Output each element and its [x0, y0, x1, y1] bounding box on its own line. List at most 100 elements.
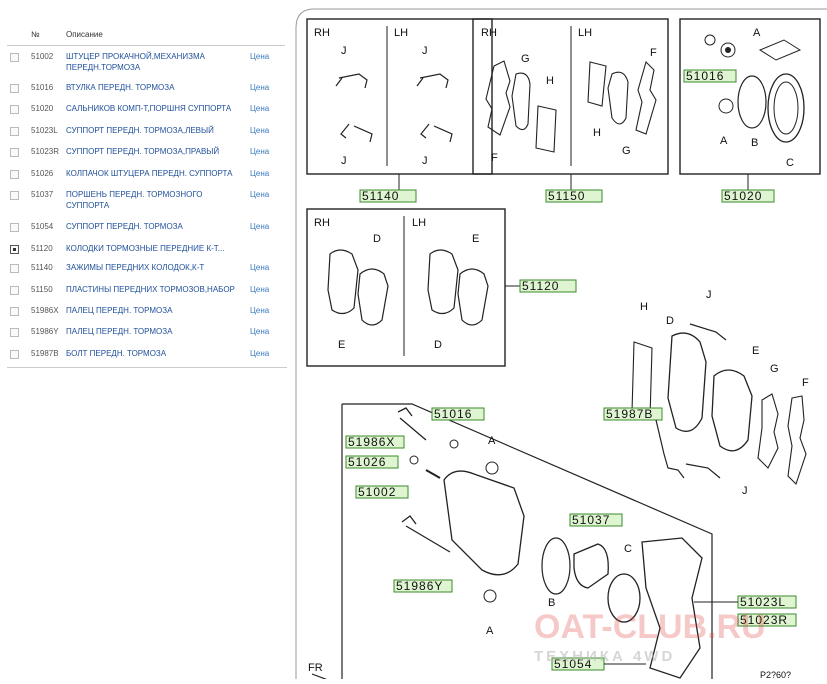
brake-pad-icon — [711, 369, 753, 452]
part-description-link[interactable]: БОЛТ ПЕРЕДН. ТОРМОЗА — [66, 349, 167, 358]
letter-f: F — [491, 152, 498, 164]
price-link[interactable]: Цена — [250, 222, 270, 231]
part-label-bg — [345, 455, 399, 469]
part-51026-label[interactable]: 51026 — [348, 455, 386, 469]
part-description-link[interactable]: СУППОРТ ПЕРЕДН. ТОРМОЗА,ЛЕВЫЙ — [66, 126, 214, 135]
row-checkbox[interactable] — [10, 53, 19, 62]
parts-diagram: RH LH J J J J 51140 RH LH G H F F H G 51… — [294, 6, 827, 681]
part-label-bg — [359, 189, 417, 203]
price-link[interactable]: Цена — [250, 169, 270, 178]
part-label-bg — [355, 485, 409, 499]
row-checkbox[interactable] — [10, 170, 19, 179]
part-description-link[interactable]: САЛЬНИКОВ КОМП-Т,ПОРШНЯ СУППОРТА — [66, 104, 232, 113]
part-51002-label[interactable]: 51002 — [358, 485, 396, 499]
part-51023l-label[interactable]: 51023L — [740, 595, 786, 609]
row-checkbox[interactable] — [10, 105, 19, 114]
label-rh: RH — [481, 27, 497, 39]
row-checkbox[interactable] — [10, 223, 19, 232]
letter-d: D — [666, 315, 674, 327]
part-label-bg — [393, 579, 453, 593]
label-rh: RH — [314, 27, 330, 39]
letter-h: H — [640, 301, 648, 313]
bolt-icon — [655, 419, 685, 479]
part-description-link[interactable]: ПЛАСТИНЫ ПЕРЕДНИХ ТОРМОЗОВ,НАБОР — [66, 285, 235, 294]
letter-g: G — [521, 53, 530, 65]
box-51150: RH LH G H F F H G — [472, 18, 669, 190]
letter-b: B — [548, 597, 555, 609]
part-51986y-label[interactable]: 51986Y — [396, 579, 443, 593]
part-51987b-label[interactable]: 51987B — [606, 407, 653, 421]
price-link[interactable]: Цена — [250, 349, 270, 358]
price-link[interactable]: Цена — [250, 83, 270, 92]
part-description-link[interactable]: ЗАЖИМЫ ПЕРЕДНИХ КОЛОДОК,К-Т — [66, 263, 205, 272]
row-checkbox[interactable] — [10, 148, 19, 157]
row-checkbox[interactable] — [10, 307, 19, 316]
part-description-link[interactable]: ШТУЦЕР ПРОКАЧНОЙ,МЕХАНИЗМА ПЕРЕДН.ТОРМОЗ… — [66, 52, 205, 72]
part-description-link[interactable]: СУППОРТ ПЕРЕДН. ТОРМОЗА,ПРАВЫЙ — [66, 147, 220, 156]
caliper-assembly: A A B C FR — [308, 403, 713, 681]
caliper-body-icon — [443, 470, 525, 576]
price-link[interactable]: Цена — [250, 263, 270, 272]
price-link[interactable]: Цена — [250, 327, 270, 336]
price-link[interactable]: Цена — [250, 306, 270, 315]
price-link[interactable]: Цена — [250, 126, 270, 135]
part-description-link[interactable]: ПАЛЕЦ ПЕРЕДН. ТОРМОЗА — [66, 306, 173, 315]
bleeder-icon — [425, 469, 441, 479]
part-number: 51987B — [31, 349, 59, 358]
part-51016-label[interactable]: 51016 — [686, 69, 724, 83]
part-label-bg — [603, 407, 663, 421]
part-label-bg — [345, 435, 405, 449]
part-51150-label[interactable]: 51150 — [548, 189, 585, 203]
part-label-bg — [545, 189, 603, 203]
part-51016-label[interactable]: 51016 — [434, 407, 472, 421]
part-description-link[interactable]: КОЛПАЧОК ШТУЦЕРА ПЕРЕДН. СУППОРТА — [66, 169, 233, 178]
price-link[interactable]: Цена — [250, 285, 270, 294]
part-number: 51016 — [31, 83, 54, 92]
part-description-link[interactable]: ВТУЛКА ПЕРЕДН. ТОРМОЗА — [66, 83, 175, 92]
part-description-link[interactable]: СУППОРТ ПЕРЕДН. ТОРМОЗА — [66, 222, 183, 231]
letter-f: F — [650, 47, 657, 59]
part-51120-label[interactable]: 51120 — [522, 279, 559, 293]
price-link[interactable]: Цена — [250, 147, 270, 156]
row-checkbox[interactable] — [10, 191, 19, 200]
row-checkbox[interactable] — [10, 286, 19, 295]
row-checkbox[interactable] — [10, 84, 19, 93]
letter-e: E — [752, 345, 759, 357]
row-checkbox[interactable] — [10, 245, 19, 254]
part-label-bg — [519, 279, 577, 293]
row-checkbox[interactable] — [10, 127, 19, 136]
letter-c: C — [624, 543, 632, 555]
part-51023r-label[interactable]: 51023R — [740, 613, 788, 627]
price-link[interactable]: Цена — [250, 190, 270, 199]
letter-j: J — [706, 289, 712, 301]
shim-icon — [635, 60, 657, 135]
brake-pad-icon — [327, 249, 359, 315]
part-description-link[interactable]: ПАЛЕЦ ПЕРЕДН. ТОРМОЗА — [66, 327, 173, 336]
letter-j: J — [341, 155, 347, 167]
cap-icon — [409, 455, 419, 465]
part-number: 51986Y — [31, 327, 59, 336]
boot-icon — [483, 589, 497, 603]
label-lh: LH — [578, 27, 592, 39]
part-51037-label[interactable]: 51037 — [572, 513, 610, 527]
part-number: 51020 — [31, 104, 54, 113]
part-51140-label[interactable]: 51140 — [362, 189, 399, 203]
part-51054-label[interactable]: 51054 — [554, 657, 592, 671]
part-51020-label[interactable]: 51020 — [724, 189, 762, 203]
brake-pad-icon — [427, 249, 459, 315]
letter-g: G — [622, 145, 631, 157]
part-51986x-label[interactable]: 51986X — [348, 435, 395, 449]
clip-icon — [689, 323, 727, 341]
label-lh: LH — [394, 27, 408, 39]
part-description-link[interactable]: ПОРШЕНЬ ПЕРЕДН. ТОРМОЗНОГО СУППОРТА — [66, 190, 203, 210]
boot-icon — [485, 461, 499, 475]
label-fr: FR — [308, 662, 323, 674]
part-description-link[interactable]: КОЛОДКИ ТОРМОЗНЫЕ ПЕРЕДНИЕ К-Т... — [66, 244, 225, 253]
price-link[interactable]: Цена — [250, 52, 270, 61]
part-number: 51023R — [31, 147, 60, 156]
plate-icon — [587, 61, 607, 107]
row-checkbox[interactable] — [10, 328, 19, 337]
row-checkbox[interactable] — [10, 264, 19, 273]
price-link[interactable]: Цена — [250, 104, 270, 113]
row-checkbox[interactable] — [10, 350, 19, 359]
